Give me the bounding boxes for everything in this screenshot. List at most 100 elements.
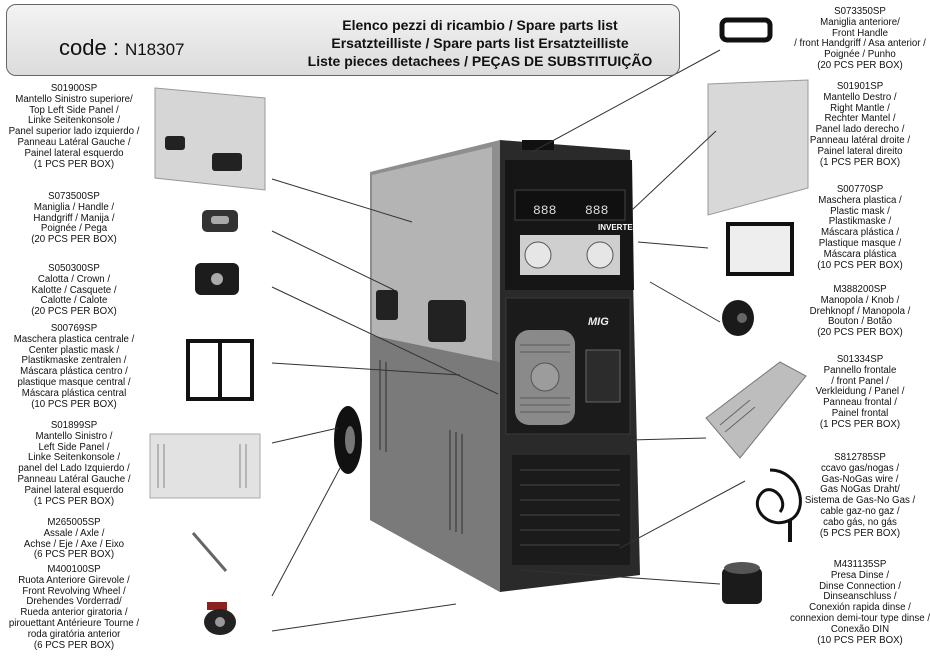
part-knob [722, 300, 754, 336]
part-description-line: / front Panel / [831, 375, 889, 387]
part-code: M431135SP [833, 559, 887, 570]
part-description-line: (20 PCS PER BOX) [31, 306, 117, 318]
part-description-line: Máscara plástica / [820, 227, 900, 239]
part-code: S01334SP [836, 354, 884, 365]
part-description-line: Conexão DIN [830, 623, 890, 635]
part-right-mantle [707, 79, 809, 216]
code-value: N18307 [124, 40, 185, 59]
part-description-line: Plastique masque / [818, 237, 902, 249]
part-description-line: Manopola / Knob / [820, 294, 900, 306]
part-description-line: Painel lateral esquerdo [24, 484, 124, 496]
part-description-line: Maniglia / Handle / [33, 201, 115, 213]
part-description-line: Plastic mask / [830, 205, 890, 217]
part-description-line: (1 PCS PER BOX) [819, 156, 901, 168]
part-description-line: Maschera plastica centrale / [13, 333, 135, 345]
part-code: S073350SP [834, 6, 886, 17]
part-description-line: Achse / Eje / Axe / Eixo [23, 538, 125, 550]
part-description-line: Conexión rapida dinse / [809, 602, 911, 614]
part-description-line: Verkleidung / Panel / [815, 386, 905, 398]
part-description-line: Panel superior lado izquierdo / [8, 126, 140, 138]
part-description-line: Mantello Sinistro superiore/ [15, 93, 133, 105]
part-center-mask [186, 339, 254, 401]
part-description-line: Handgriff / Manija / [33, 212, 115, 224]
part-description-line: (20 PCS PER BOX) [817, 327, 903, 339]
part-description-line: (10 PCS PER BOX) [817, 634, 903, 646]
part-description-line: Calotte / Calote [40, 295, 108, 307]
part-front-wheel [204, 602, 236, 635]
part-handle [202, 210, 238, 232]
part-description-line: Panneau Latéral Gauche / [17, 136, 131, 148]
part-crown [195, 263, 239, 295]
part-gas-wire [755, 468, 802, 542]
part-description-line: Panneau frontal / [823, 397, 897, 409]
part-front-handle [719, 17, 773, 43]
part-description-line: Rueda anterior giratoria / [20, 607, 128, 619]
part-description-line: Bouton / Botão [827, 316, 893, 328]
part-description-line: (10 PCS PER BOX) [817, 259, 903, 271]
code-label: code : [59, 35, 119, 60]
part-code: S050300SP [48, 263, 100, 274]
part-left-side-panel [149, 433, 261, 499]
part-description-line: panel del Lado Izquierdo / [18, 463, 130, 475]
part-description-line: Calotta / Crown / [37, 273, 111, 285]
part-description-line: Máscara plástica central [21, 387, 127, 399]
part-description-line: ccavo gas/nogas / [820, 462, 900, 474]
part-description-line: Sistema de Gas-No Gas / [804, 495, 916, 507]
part-dinse-connection [722, 562, 762, 604]
part-description-line: Plastikmaske zentralen / [21, 355, 127, 367]
part-description-line: Maniglia anteriore/ [820, 16, 900, 28]
part-code: S01901SP [836, 81, 884, 92]
part-description-line: Painel lateral direito [817, 145, 903, 157]
part-description-line: Front Revolving Wheel / [22, 585, 126, 597]
part-description-line: Presa Dinse / [830, 569, 890, 581]
part-code: S812785SP [834, 452, 886, 463]
part-description-line: Pannello frontale [823, 364, 897, 376]
part-code: M400100SP [47, 564, 101, 575]
welding-machine: 888 888 INVERTER MIG [334, 140, 640, 592]
part-description-line: Gas NoGas Draht/ [820, 484, 900, 496]
part-code: S00770SP [836, 184, 884, 195]
part-description-line: Drehendes Vorderrad/ [26, 596, 122, 608]
part-description-line: (6 PCS PER BOX) [33, 639, 115, 651]
header-box: code :N18307 Elenco pezzi di ricambio / … [6, 4, 680, 76]
mig-label: MIG [588, 316, 609, 328]
part-description-line: Plastikmaske / [828, 216, 892, 228]
part-code: S073500SP [48, 191, 100, 202]
part-description-line: Front Handle [831, 27, 888, 39]
part-code: S01900SP [50, 83, 98, 94]
part-description-line: Assale / Axle / [43, 527, 105, 539]
part-description-line: Maschera plastica / [818, 194, 902, 206]
part-code: S01899SP [50, 420, 98, 431]
part-description-line: plastique masque central / [17, 376, 131, 388]
title-line: Liste pieces detachees / PEÇAS DE SUBSTI… [307, 53, 653, 69]
part-description-line: cable gaz-no gaz / [820, 505, 900, 517]
part-description-line: Gas-NoGas wire / [821, 473, 899, 485]
title-line: Ersatzteilliste / Spare parts list Ersat… [331, 35, 629, 51]
part-description-line: Dinseanschluss / [823, 591, 897, 603]
part-description-line: Linke Seitenkonsole / [27, 452, 121, 464]
part-description-line: Panneau Latéral Gauche / [17, 473, 131, 485]
part-description-line: cabo gás, no gás [823, 516, 897, 528]
part-description-line: Mantello Sinistro / [35, 430, 113, 442]
display-right: 888 [585, 203, 608, 218]
part-description-line: Drehknopf / Manopola / [809, 305, 911, 317]
part-description-line: Top Left Side Panel / [29, 104, 119, 116]
part-code: S00769SP [50, 323, 98, 334]
part-description-line: roda giratória anterior [27, 628, 121, 640]
part-description-line: Painel lateral esquerdo [24, 147, 124, 159]
part-description-line: Mantello Destro / [823, 91, 897, 103]
part-description-line: Máscara plástica centro / [20, 366, 128, 378]
part-description-line: pirouettant Antérieure Tourne / [8, 617, 140, 629]
